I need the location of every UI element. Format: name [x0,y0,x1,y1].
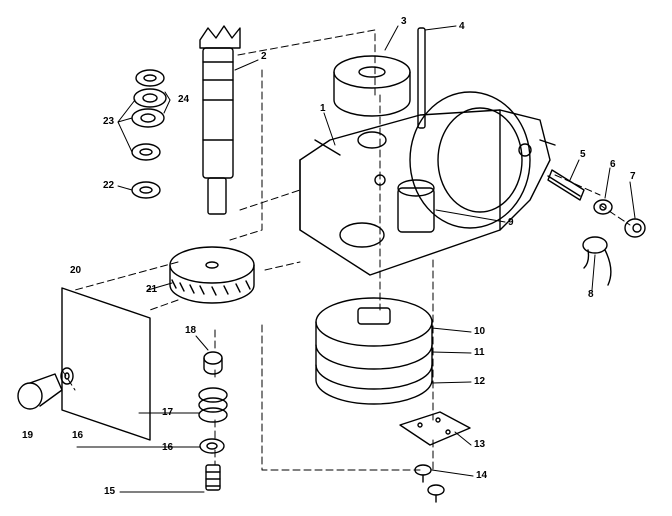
part-4-pin [417,27,426,129]
callout-2: 2 [261,51,267,62]
part-6-lug [593,199,613,215]
callout-23: 23 [103,116,115,127]
part-23-24-clips-and-washers [131,69,167,161]
part-2-gear-shaft [199,25,241,215]
part-5-screw [547,169,585,201]
callout-3: 3 [401,16,407,27]
part-15-screw [205,464,221,491]
part-21-gear [169,246,255,304]
callout-15: 15 [104,486,116,497]
part-10-11-12-motor-can [315,297,433,405]
part-20-plate [61,287,151,441]
part-7-nut [624,218,646,238]
part-19-bolt [17,373,63,410]
callout-6: 6 [610,159,616,170]
callout-10: 10 [474,326,486,337]
part-22-washer [131,181,161,199]
leader-lines [76,25,636,493]
callout-1: 1 [320,103,326,114]
assembly-guide-lines [61,29,631,471]
callout-16-center: 16 [162,442,174,453]
callout-16-left: 16 [72,430,84,441]
callout-7: 7 [630,171,636,182]
callout-13: 13 [474,439,486,450]
part-13-bracket [399,411,471,446]
part-16-side-washer [60,367,74,385]
callout-14: 14 [476,470,488,481]
part-18-cap [203,351,223,375]
callout-11: 11 [474,347,485,358]
callout-5: 5 [580,149,586,160]
part-3-magnet-ring [333,55,411,117]
callout-12: 12 [474,376,486,387]
callout-9: 9 [508,217,514,228]
callout-17: 17 [162,407,174,418]
part-14-screws [414,464,445,503]
callout-24: 24 [178,94,190,105]
part-16-washer [199,438,225,454]
callout-8: 8 [588,289,594,300]
part-8-connector [582,236,612,286]
callout-22: 22 [103,180,115,191]
callout-20: 20 [70,265,82,276]
callout-4: 4 [459,21,465,32]
part-17-spring [198,387,228,423]
callout-21: 21 [146,284,158,295]
callout-18: 18 [185,325,197,336]
part-1-motor-housing [299,91,556,276]
callout-19: 19 [22,430,34,441]
